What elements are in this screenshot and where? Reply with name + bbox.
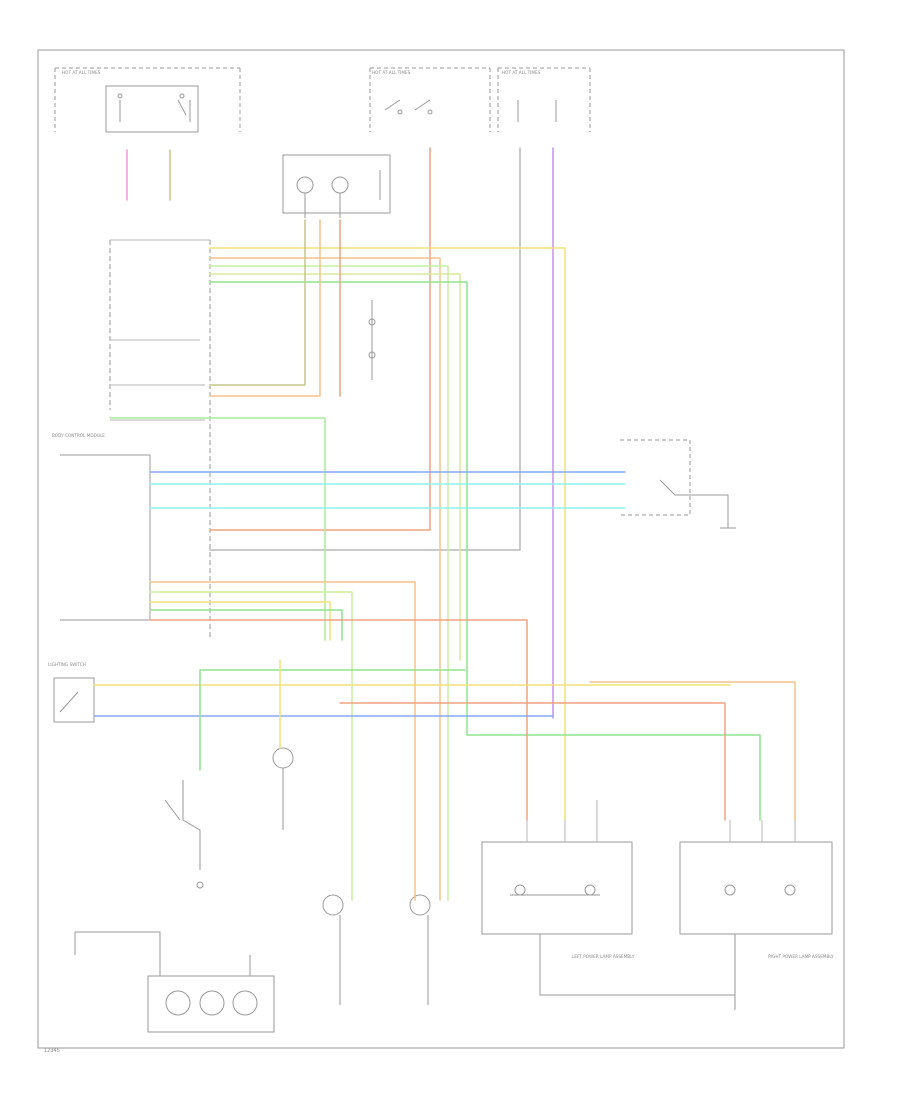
right-small-lamp: [409, 894, 431, 1005]
left-small-lamp: [322, 894, 344, 1005]
wire-red-ls: [339, 702, 726, 821]
wire-green-door: [199, 669, 466, 771]
diagram-frame: [37, 49, 845, 1049]
headlamp-relay-box: [282, 154, 391, 218]
wire-orange-1: [209, 257, 441, 901]
wire-orange-ls: [589, 681, 796, 821]
wire-green-1: [209, 281, 761, 821]
relay-box-top: HOT AT ALL TIMES: [369, 67, 491, 132]
svg-text:HOT AT ALL TIMES: HOT AT ALL TIMES: [502, 70, 541, 75]
wire-green-3: [149, 609, 343, 641]
wire-yellow-1: [209, 247, 566, 821]
footer-code: 12345: [44, 1048, 60, 1054]
wire-yellowgreen-1: [209, 273, 461, 661]
wire-orange-3: [149, 581, 416, 901]
wire-olive-2: [209, 219, 306, 386]
wire-lightgreen-1: [209, 265, 449, 901]
wire-red-3: [149, 619, 528, 821]
lamp-bank: [74, 931, 275, 1033]
right-switch: [620, 439, 736, 529]
svg-text:HOT AT ALL TIMES: HOT AT ALL TIMES: [62, 70, 101, 75]
svg-text:BODY CONTROL MODULE: BODY CONTROL MODULE: [52, 433, 105, 438]
fuse-block-left: HOT AT ALL TIMES: [54, 67, 241, 133]
wire-orange-2: [209, 219, 321, 397]
wire-yellow-3: [149, 601, 331, 641]
wire-green-2: [109, 417, 326, 641]
svg-text:HOT AT ALL TIMES: HOT AT ALL TIMES: [372, 70, 411, 75]
left-lamp-assembly: LEFT POWER LAMP ASSEMBLY: [481, 841, 736, 996]
center-bulb: [272, 747, 294, 830]
svg-text:RIGHT POWER LAMP ASSEMBLY: RIGHT POWER LAMP ASSEMBLY: [768, 954, 834, 959]
svg-text:LEFT POWER LAMP ASSEMBLY: LEFT POWER LAMP ASSEMBLY: [572, 954, 635, 959]
right-lamp-assembly: RIGHT POWER LAMP ASSEMBLY: [679, 841, 834, 1010]
wire-lightgreen-3: [149, 591, 353, 901]
wire-red-a: [209, 147, 431, 531]
lighting-switch: LIGHTING SWITCH: [48, 662, 95, 723]
body-control-module: BODY CONTROL MODULE: [52, 239, 211, 640]
door-switch: [164, 780, 204, 889]
wire-gray-a: [209, 147, 521, 551]
fuse-block-right: HOT AT ALL TIMES: [497, 67, 591, 132]
center-relay: [368, 300, 376, 380]
svg-text:LIGHTING SWITCH: LIGHTING SWITCH: [48, 662, 86, 667]
